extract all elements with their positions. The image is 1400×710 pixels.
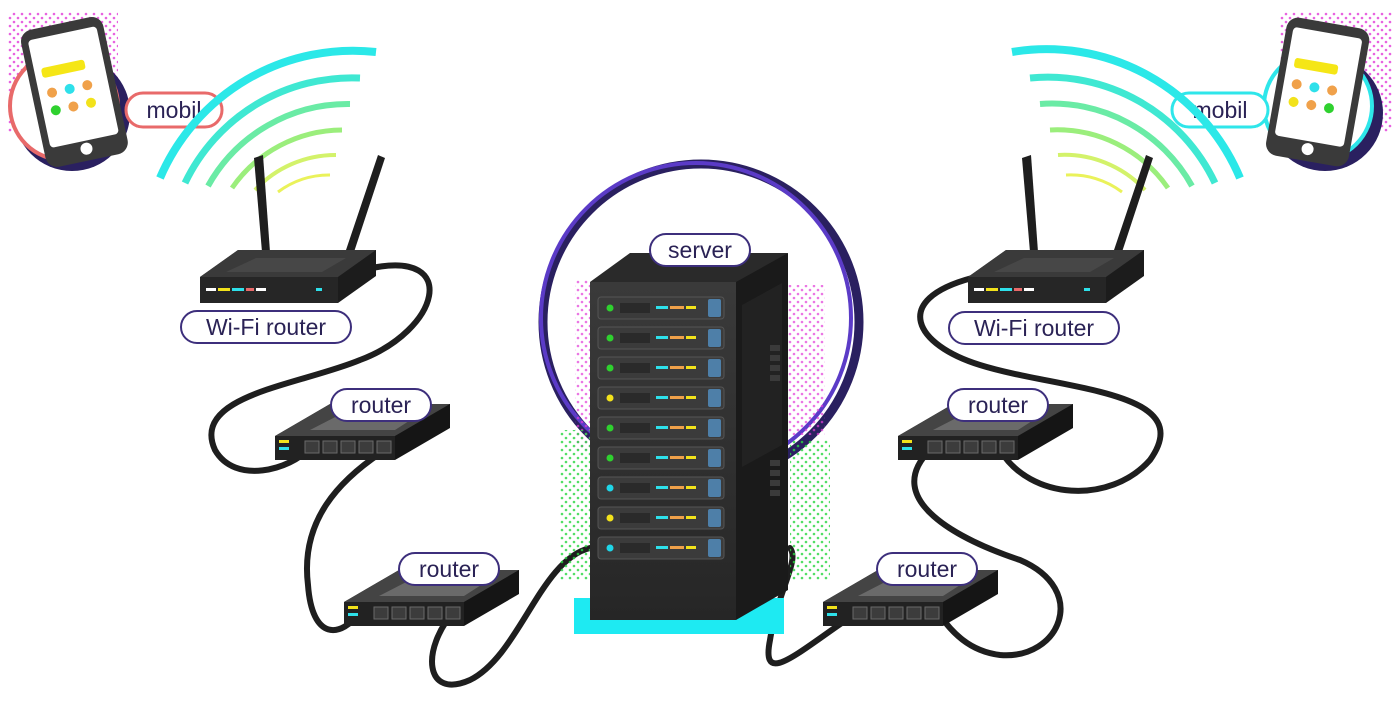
antenna-icon: [254, 155, 270, 252]
antenna-icon: [1022, 155, 1038, 252]
status-led-icon: [606, 514, 614, 522]
wifi-router-left-label-text: Wi-Fi router: [206, 314, 326, 340]
cable-router-ur-to-router-lr: [911, 447, 1064, 659]
cable-wifi-left-to-router: [208, 262, 433, 474]
server-unit: [597, 386, 725, 410]
wifi-router-right-label-text: Wi-Fi router: [974, 315, 1094, 341]
server-unit: [597, 416, 725, 440]
status-led-icon: [606, 484, 614, 492]
mobile-left-label-text: mobil: [147, 97, 202, 123]
router-upper-right-label: router: [947, 388, 1049, 422]
server-units: [597, 296, 725, 560]
status-led-icon: [606, 394, 614, 402]
router-upper-left-label: router: [330, 388, 432, 422]
server: [538, 159, 864, 634]
status-led-icon: [606, 304, 614, 312]
server-unit: [597, 446, 725, 470]
cables: [208, 262, 1164, 688]
status-led-icon: [606, 454, 614, 462]
router-lower-right-label: router: [876, 552, 978, 586]
mobile-left: [8, 12, 130, 171]
server-unit: [597, 326, 725, 350]
antenna-icon: [1114, 155, 1153, 252]
antenna-icon: [346, 155, 385, 252]
status-led-icon: [606, 544, 614, 552]
router-upper-right-label-text: router: [968, 392, 1028, 418]
server-label-text: server: [668, 237, 732, 263]
status-led-icon: [606, 364, 614, 372]
server-unit: [597, 296, 725, 320]
router-lower-right-label-text: router: [897, 556, 957, 582]
wifi-signal-left-icon: [156, 46, 377, 194]
status-led-icon: [606, 424, 614, 432]
server-unit: [597, 536, 725, 560]
server-unit: [597, 506, 725, 530]
dot-pattern: [785, 285, 825, 435]
mobile-right: [1262, 12, 1392, 171]
wifi-router-left-label: Wi-Fi router: [180, 310, 352, 344]
server-unit: [597, 356, 725, 380]
cable-router-ll-to-server: [429, 545, 593, 688]
status-led-icon: [606, 334, 614, 342]
server-unit: [597, 476, 725, 500]
router-lower-left-label-text: router: [419, 556, 479, 582]
server-label: server: [649, 233, 751, 267]
cable-router-ul-to-router-ll: [304, 449, 385, 633]
wifi-router-left: [200, 155, 385, 303]
wifi-router-right-label: Wi-Fi router: [948, 311, 1120, 345]
router-lower-left-label: router: [398, 552, 500, 586]
dot-pattern: [790, 440, 830, 580]
phone-icon: [21, 16, 128, 167]
router-upper-left-label-text: router: [351, 392, 411, 418]
wifi-router-right: [968, 155, 1153, 303]
cable-wifi-right-to-router: [917, 275, 1164, 494]
phone-icon: [1266, 17, 1370, 167]
wifi-signal-right-icon: [1011, 45, 1244, 194]
